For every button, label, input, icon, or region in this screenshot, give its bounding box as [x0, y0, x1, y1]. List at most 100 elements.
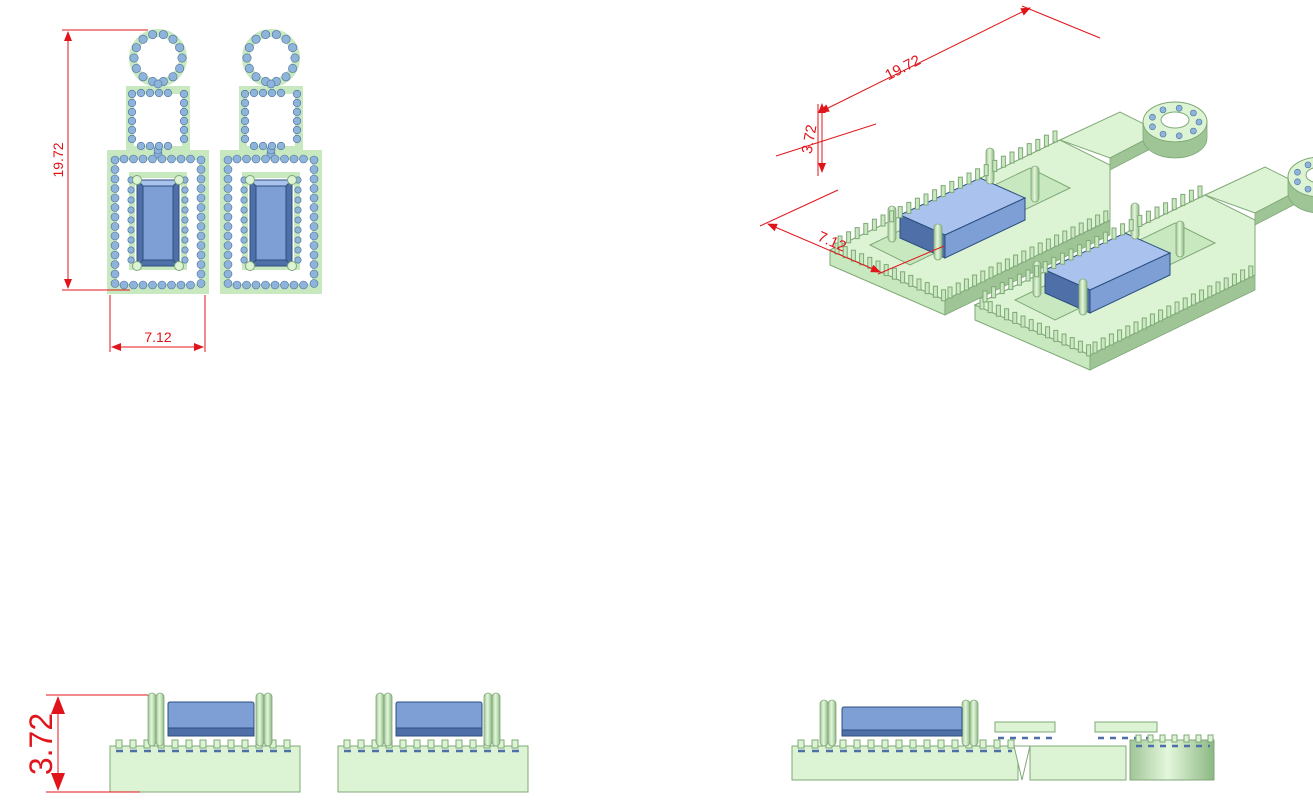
bead	[240, 89, 250, 99]
gallery-post	[1043, 134, 1049, 147]
side-depth-label: 3.72	[23, 713, 59, 775]
earring-side	[337, 692, 529, 793]
gallery-post	[1095, 214, 1101, 227]
bead	[223, 193, 233, 203]
bead	[138, 280, 148, 290]
bead	[223, 241, 233, 250]
front-view	[107, 29, 322, 294]
bead	[196, 165, 206, 174]
bead	[1175, 104, 1183, 112]
gallery-post	[932, 285, 938, 298]
bead	[179, 134, 189, 144]
bead	[249, 141, 259, 151]
gallery-post	[1199, 289, 1205, 302]
tooth	[1135, 734, 1142, 743]
gallery-post	[906, 201, 912, 214]
bead	[261, 30, 271, 40]
tooth	[923, 739, 931, 749]
prong	[1078, 278, 1088, 316]
bead	[196, 155, 206, 165]
bead	[240, 134, 250, 144]
gallery-post	[1020, 315, 1026, 328]
bead	[258, 141, 268, 151]
bead	[292, 134, 302, 144]
gallery-post	[1053, 329, 1059, 342]
gallery-post	[923, 193, 929, 206]
gallery-post	[916, 278, 922, 291]
bead	[110, 269, 120, 279]
bead	[289, 280, 299, 290]
bead	[196, 279, 206, 288]
bead	[267, 88, 277, 98]
bead	[261, 154, 270, 164]
bead	[309, 241, 319, 250]
ring-hole	[1305, 167, 1313, 183]
tooth	[241, 739, 249, 749]
gallery-post	[1037, 242, 1043, 255]
gallery-post	[1077, 244, 1083, 257]
gem-side-face	[1089, 252, 1171, 314]
bead	[181, 186, 189, 194]
bead	[127, 125, 137, 135]
bead	[196, 222, 206, 231]
bead	[129, 154, 138, 164]
prong	[827, 699, 837, 747]
gallery-post	[1133, 321, 1139, 334]
bead	[177, 53, 187, 63]
gallery-post	[1102, 231, 1108, 244]
bead	[232, 280, 242, 290]
bead	[179, 116, 189, 126]
bead	[110, 212, 120, 222]
bead	[223, 231, 233, 241]
bead	[270, 154, 280, 164]
bead	[110, 155, 120, 165]
bead	[196, 260, 206, 269]
middle-link-frame	[239, 86, 303, 154]
bead	[309, 193, 319, 203]
bead	[240, 216, 248, 224]
gallery-post	[1013, 254, 1019, 267]
gallery-post	[1077, 340, 1083, 353]
gallery-post	[932, 189, 938, 202]
tooth	[455, 739, 463, 749]
bead	[196, 193, 206, 203]
ring-side	[1142, 121, 1208, 159]
bead	[261, 280, 270, 290]
tooth	[881, 739, 889, 749]
bead	[127, 98, 137, 108]
bead	[294, 196, 302, 204]
gallery-post	[1120, 223, 1126, 236]
bead	[163, 141, 173, 151]
bead	[136, 88, 146, 98]
gallery-post	[955, 282, 961, 295]
gallery-post	[999, 282, 1005, 295]
bead	[175, 63, 185, 73]
bead	[223, 260, 233, 269]
bead	[1149, 123, 1156, 131]
bead	[110, 250, 120, 260]
bead	[240, 236, 248, 244]
bead	[148, 154, 157, 164]
bead	[267, 141, 277, 151]
gallery-post	[1215, 281, 1221, 294]
earring-iso	[973, 156, 1313, 371]
gallery-post	[1016, 273, 1022, 286]
bead	[1190, 109, 1197, 117]
ring-side	[1287, 176, 1313, 213]
bead	[309, 222, 319, 231]
bead	[1304, 161, 1312, 169]
tooth	[867, 739, 875, 749]
bead	[309, 250, 319, 260]
prong	[933, 223, 943, 261]
earring-front	[220, 29, 322, 294]
bead	[270, 280, 280, 290]
tooth	[1147, 734, 1154, 743]
prong	[245, 175, 255, 185]
prong	[155, 692, 165, 747]
gallery-post	[996, 262, 1002, 275]
gallery-post	[1125, 325, 1131, 338]
bead	[127, 196, 135, 204]
bead	[196, 174, 206, 184]
tooth	[185, 739, 193, 749]
bead	[196, 241, 206, 250]
